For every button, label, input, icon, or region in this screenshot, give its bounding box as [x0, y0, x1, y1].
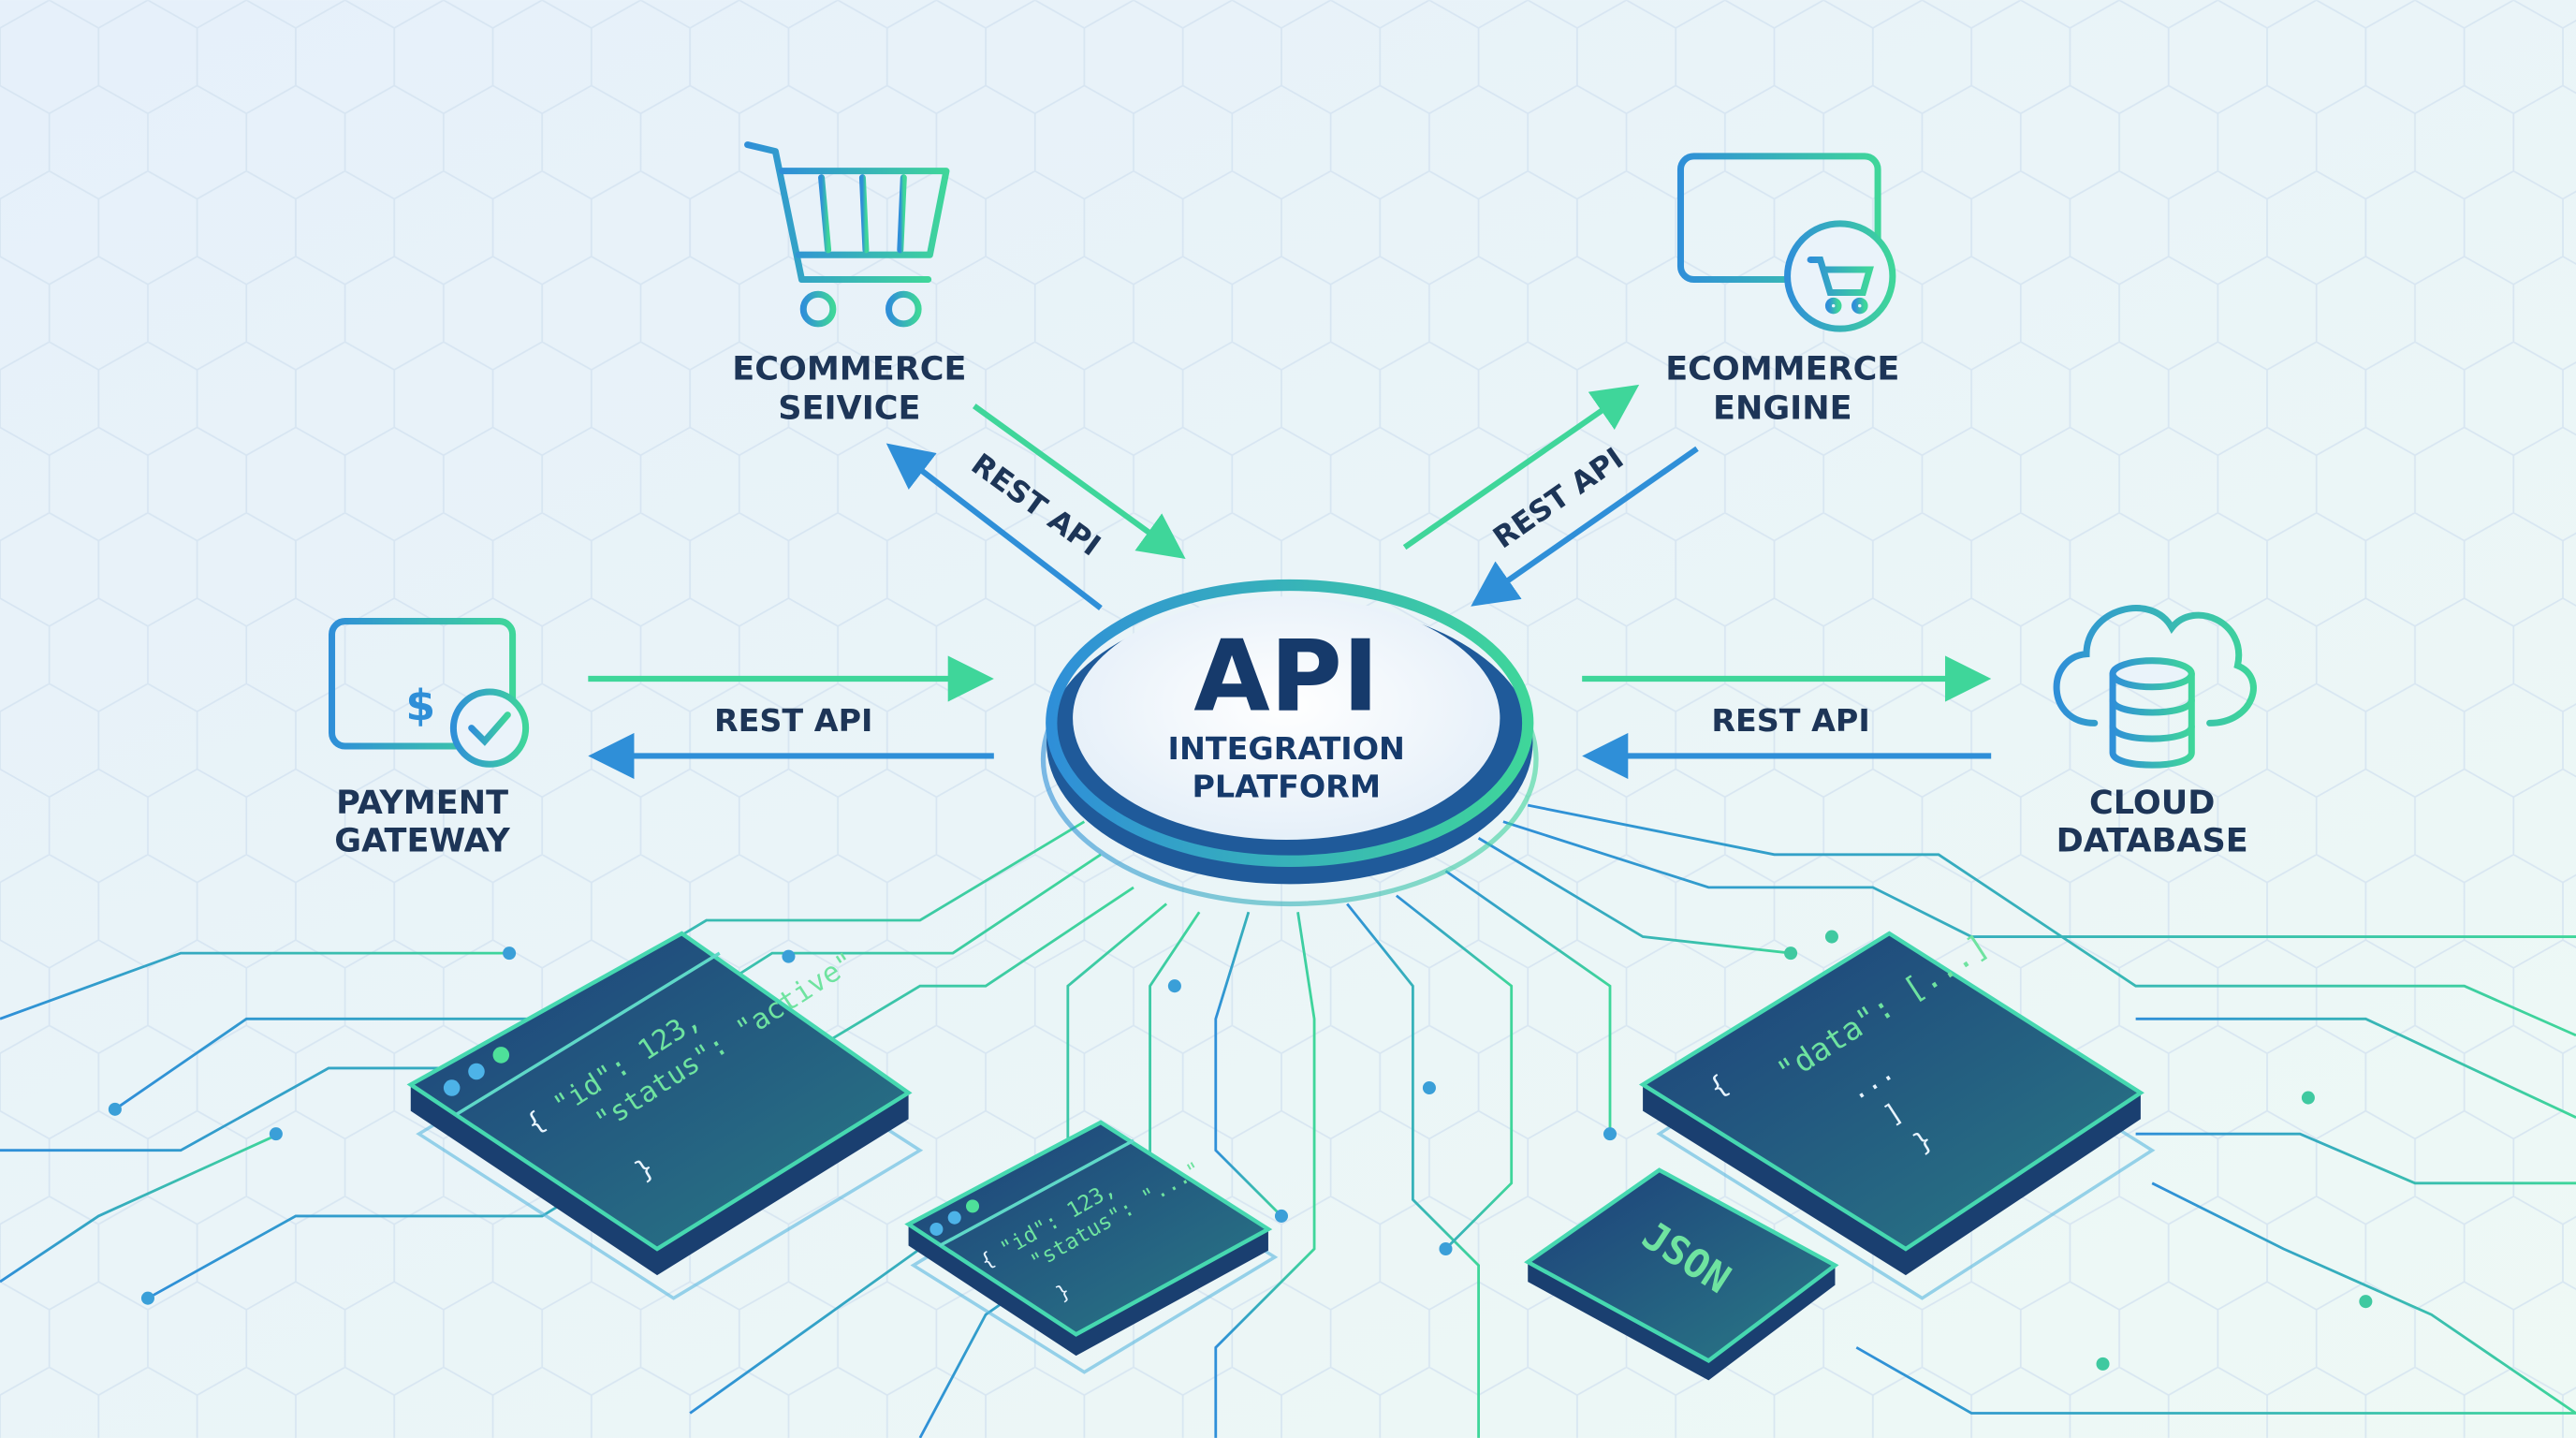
api-integration-platform[interactable]: API INTEGRATION PLATFORM [1040, 579, 1539, 907]
node-label-line2: SEIVICE [778, 389, 920, 428]
code-card-1: { "id": 123, "status": "active" } [406, 931, 924, 1300]
node-cloud-database[interactable]: CLOUD DATABASE [2053, 605, 2257, 860]
api-subtitle-line2: PLATFORM [1192, 768, 1381, 804]
node-label-line2: ENGINE [1713, 389, 1852, 428]
node-ecommerce-engine[interactable]: ECOMMERCE ENGINE [1665, 153, 1899, 428]
card-dollar-check-icon: $ [329, 618, 530, 768]
circuit-nodes [108, 930, 2373, 1371]
shopping-cart-icon [744, 141, 950, 328]
browser-cart-icon [1676, 153, 1896, 332]
node-label-line2: GATEWAY [334, 821, 510, 859]
rest-api-label: REST API [714, 702, 872, 739]
connection-left: REST API [588, 655, 994, 780]
node-ecommerce-service[interactable]: ECOMMERCE SEIVICE [732, 141, 966, 428]
node-label-line1: PAYMENT [336, 784, 508, 822]
api-title: API [1193, 618, 1379, 733]
json-tile: JSON [1524, 1167, 1839, 1381]
connection-right: REST API [1582, 655, 1992, 780]
code-card-2: { "id": 123, "status": "..." } [904, 1120, 1279, 1374]
node-label-line1: CLOUD [2089, 784, 2215, 822]
node-label-line1: ECOMMERCE [732, 350, 966, 389]
node-label-line1: ECOMMERCE [1665, 350, 1899, 389]
api-subtitle-line1: INTEGRATION [1168, 730, 1405, 767]
node-label-line2: DATABASE [2056, 821, 2248, 859]
cloud-database-icon [2053, 605, 2257, 769]
code-card-3: { "data": [...] ... ] } [1638, 927, 2156, 1300]
svg-text:$: $ [405, 681, 435, 730]
node-payment-gateway[interactable]: $ PAYMENT GATEWAY [329, 618, 530, 860]
rest-api-label: REST API [1711, 702, 1869, 739]
